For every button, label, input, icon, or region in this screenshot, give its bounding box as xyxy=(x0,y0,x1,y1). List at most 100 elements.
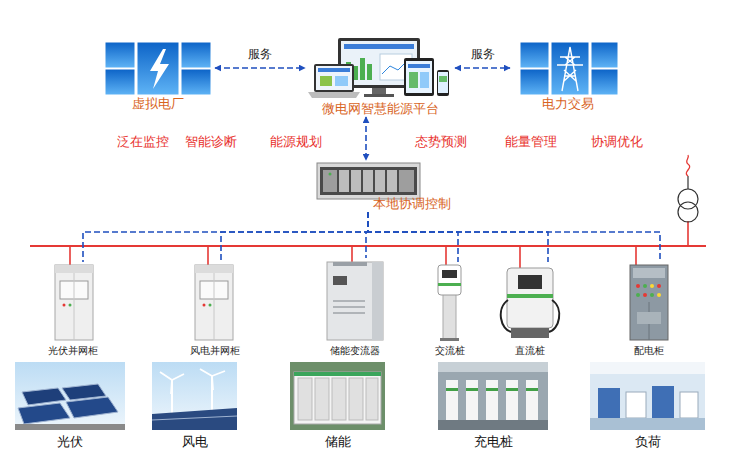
edge-label: 服务 xyxy=(248,47,272,61)
distribution-cabinet-part xyxy=(630,265,668,340)
platform-devices-part xyxy=(344,44,414,49)
ac-charger-part xyxy=(438,265,461,295)
power-bus-part xyxy=(687,221,689,246)
storage-photo-part xyxy=(349,378,363,420)
platform-devices-part xyxy=(318,68,350,72)
power-bus-part xyxy=(445,246,447,266)
power-trade-icon-part xyxy=(557,47,583,91)
storage-photo-part xyxy=(366,378,378,420)
power-bus-part xyxy=(30,245,706,247)
dashed-connector xyxy=(366,212,368,258)
dc-charger-part xyxy=(507,268,553,328)
load-photo-part xyxy=(680,392,698,418)
load-photo-part xyxy=(598,388,620,418)
platform-devices-part xyxy=(364,94,394,97)
distribution-cabinet-part xyxy=(650,293,654,297)
function-label: 泛在监控 xyxy=(103,135,183,150)
node-label: 风电 xyxy=(150,434,240,450)
node-label: 负荷 xyxy=(590,434,706,450)
dashed-connector xyxy=(215,67,305,69)
charger-photo-part xyxy=(446,388,458,391)
diagram-node: 电力交易 xyxy=(510,40,625,112)
dashed-connector xyxy=(368,212,458,262)
function-label: 态势预测 xyxy=(401,135,481,150)
dc-charger-part xyxy=(511,328,549,338)
storage-converter-part xyxy=(333,262,367,266)
virtual-plant-icon-part xyxy=(150,49,169,89)
edge-label: 服务 xyxy=(471,47,495,61)
transformer-symbol-part xyxy=(686,155,689,176)
pv-photo-part xyxy=(22,388,66,405)
node-label: 风电并网柜 xyxy=(182,345,248,357)
wind-cabinet xyxy=(195,265,233,340)
diagram-node: 储能 xyxy=(288,360,388,450)
platform-devices-part xyxy=(437,70,449,96)
platform-devices-part xyxy=(406,61,432,93)
dashed-connector xyxy=(365,117,367,160)
controller-rack-part xyxy=(387,170,397,192)
controller-rack xyxy=(317,163,420,199)
load-photo-part xyxy=(626,392,646,418)
storage-converter-part xyxy=(333,312,365,314)
node-label: 微电网智慧能源平台 xyxy=(305,101,455,117)
distribution-cabinet-part xyxy=(643,293,647,297)
virtual-plant-icon xyxy=(105,42,211,95)
charger-photo xyxy=(438,362,548,430)
power-bus-part xyxy=(69,246,71,266)
storage-converter-part xyxy=(327,262,383,340)
power-trade-icon xyxy=(520,42,618,95)
storage-converter-part xyxy=(333,276,347,285)
storage-converter-part xyxy=(372,262,383,340)
platform-devices-part xyxy=(409,72,418,88)
transformer-symbol-part xyxy=(678,202,698,222)
wind-cabinet-part xyxy=(195,265,233,273)
power-trade-icon-part xyxy=(551,42,589,95)
distribution-cabinet-part xyxy=(636,284,640,288)
node-label: 直流桩 xyxy=(495,345,565,357)
charger-photo-part xyxy=(486,388,498,391)
distribution-cabinet-part xyxy=(643,284,647,288)
platform-devices-part xyxy=(314,64,354,92)
dc-charger xyxy=(501,268,559,338)
wind-photo xyxy=(152,362,237,430)
load-photo xyxy=(590,362,705,430)
charger-photo-part xyxy=(438,362,548,430)
node-label: 光伏并网柜 xyxy=(40,345,106,357)
pv-photo xyxy=(15,362,125,430)
dc-charger-part xyxy=(548,300,559,332)
distribution-cabinet-part xyxy=(637,312,661,324)
platform-devices-part xyxy=(308,92,360,98)
transformer-symbol-part xyxy=(687,176,688,189)
diagram-node: 直流桩 xyxy=(495,262,565,357)
pv-photo-part xyxy=(15,362,125,430)
platform-devices-part xyxy=(404,58,434,96)
node-label: 光伏 xyxy=(15,434,125,450)
pv-cabinet-part xyxy=(69,304,72,307)
storage-photo-part xyxy=(290,362,385,430)
ac-charger-part xyxy=(442,270,457,278)
wind-photo-part xyxy=(152,416,237,420)
function-label: 智能诊断 xyxy=(171,135,251,150)
wind-cabinet-part xyxy=(195,265,233,340)
distribution-cabinet-part xyxy=(633,268,665,278)
storage-photo xyxy=(290,362,385,430)
node-label: 虚拟电厂 xyxy=(100,96,215,112)
storage-converter-part xyxy=(333,306,365,308)
charger-photo-part xyxy=(506,388,518,391)
diagram-node: 配电柜 xyxy=(616,262,682,357)
diagram-node: 充电桩 xyxy=(436,360,550,450)
pv-photo-part xyxy=(15,424,125,430)
wind-photo-part xyxy=(160,372,184,394)
storage-photo-part xyxy=(298,378,312,420)
platform-devices-part xyxy=(367,64,372,80)
node-label: 充电桩 xyxy=(436,434,550,450)
power-trade-icon-part xyxy=(520,69,549,95)
ac-charger-part xyxy=(443,292,456,340)
function-label: 能源规划 xyxy=(256,135,336,150)
controller-rack-part xyxy=(399,170,414,192)
controller-rack-part xyxy=(329,173,332,176)
charger-photo-part xyxy=(506,380,518,420)
virtual-plant-icon-part xyxy=(137,42,179,95)
diagram-node: 本地协调控制 xyxy=(315,160,475,212)
